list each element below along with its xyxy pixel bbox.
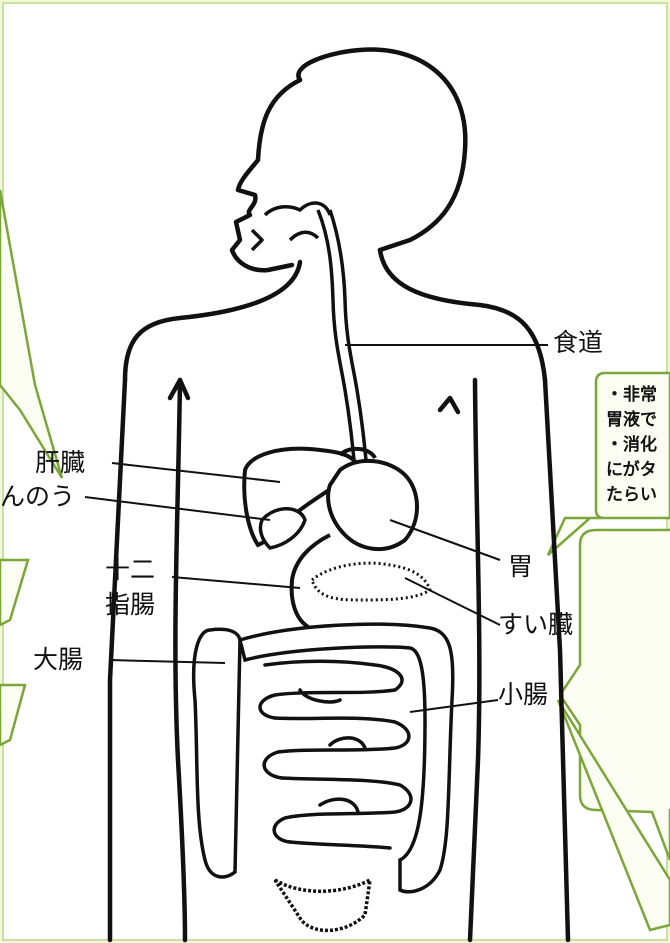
- label-large-intestine: 大腸: [33, 645, 83, 675]
- label-small-intestine: 小腸: [498, 680, 548, 710]
- label-pancreas: すい臓: [498, 610, 573, 640]
- label-duodenum-line2: 指腸: [105, 590, 155, 620]
- label-stomach: 胃: [508, 552, 533, 582]
- callout-stomach-line3: ・消化: [606, 435, 657, 456]
- label-liver: 肝臓: [35, 448, 85, 478]
- callout-stomach-line4: にがタ: [606, 460, 657, 481]
- callout-stomach-line5: たらい: [606, 485, 657, 506]
- callout-stomach-line2: 胃液で: [606, 410, 657, 431]
- label-esophagus: 食道: [553, 328, 603, 358]
- label-gallbladder: んのう: [0, 482, 75, 512]
- label-duodenum-line1: 十二: [105, 555, 155, 585]
- callout-stomach-line1: ・非常: [606, 385, 657, 406]
